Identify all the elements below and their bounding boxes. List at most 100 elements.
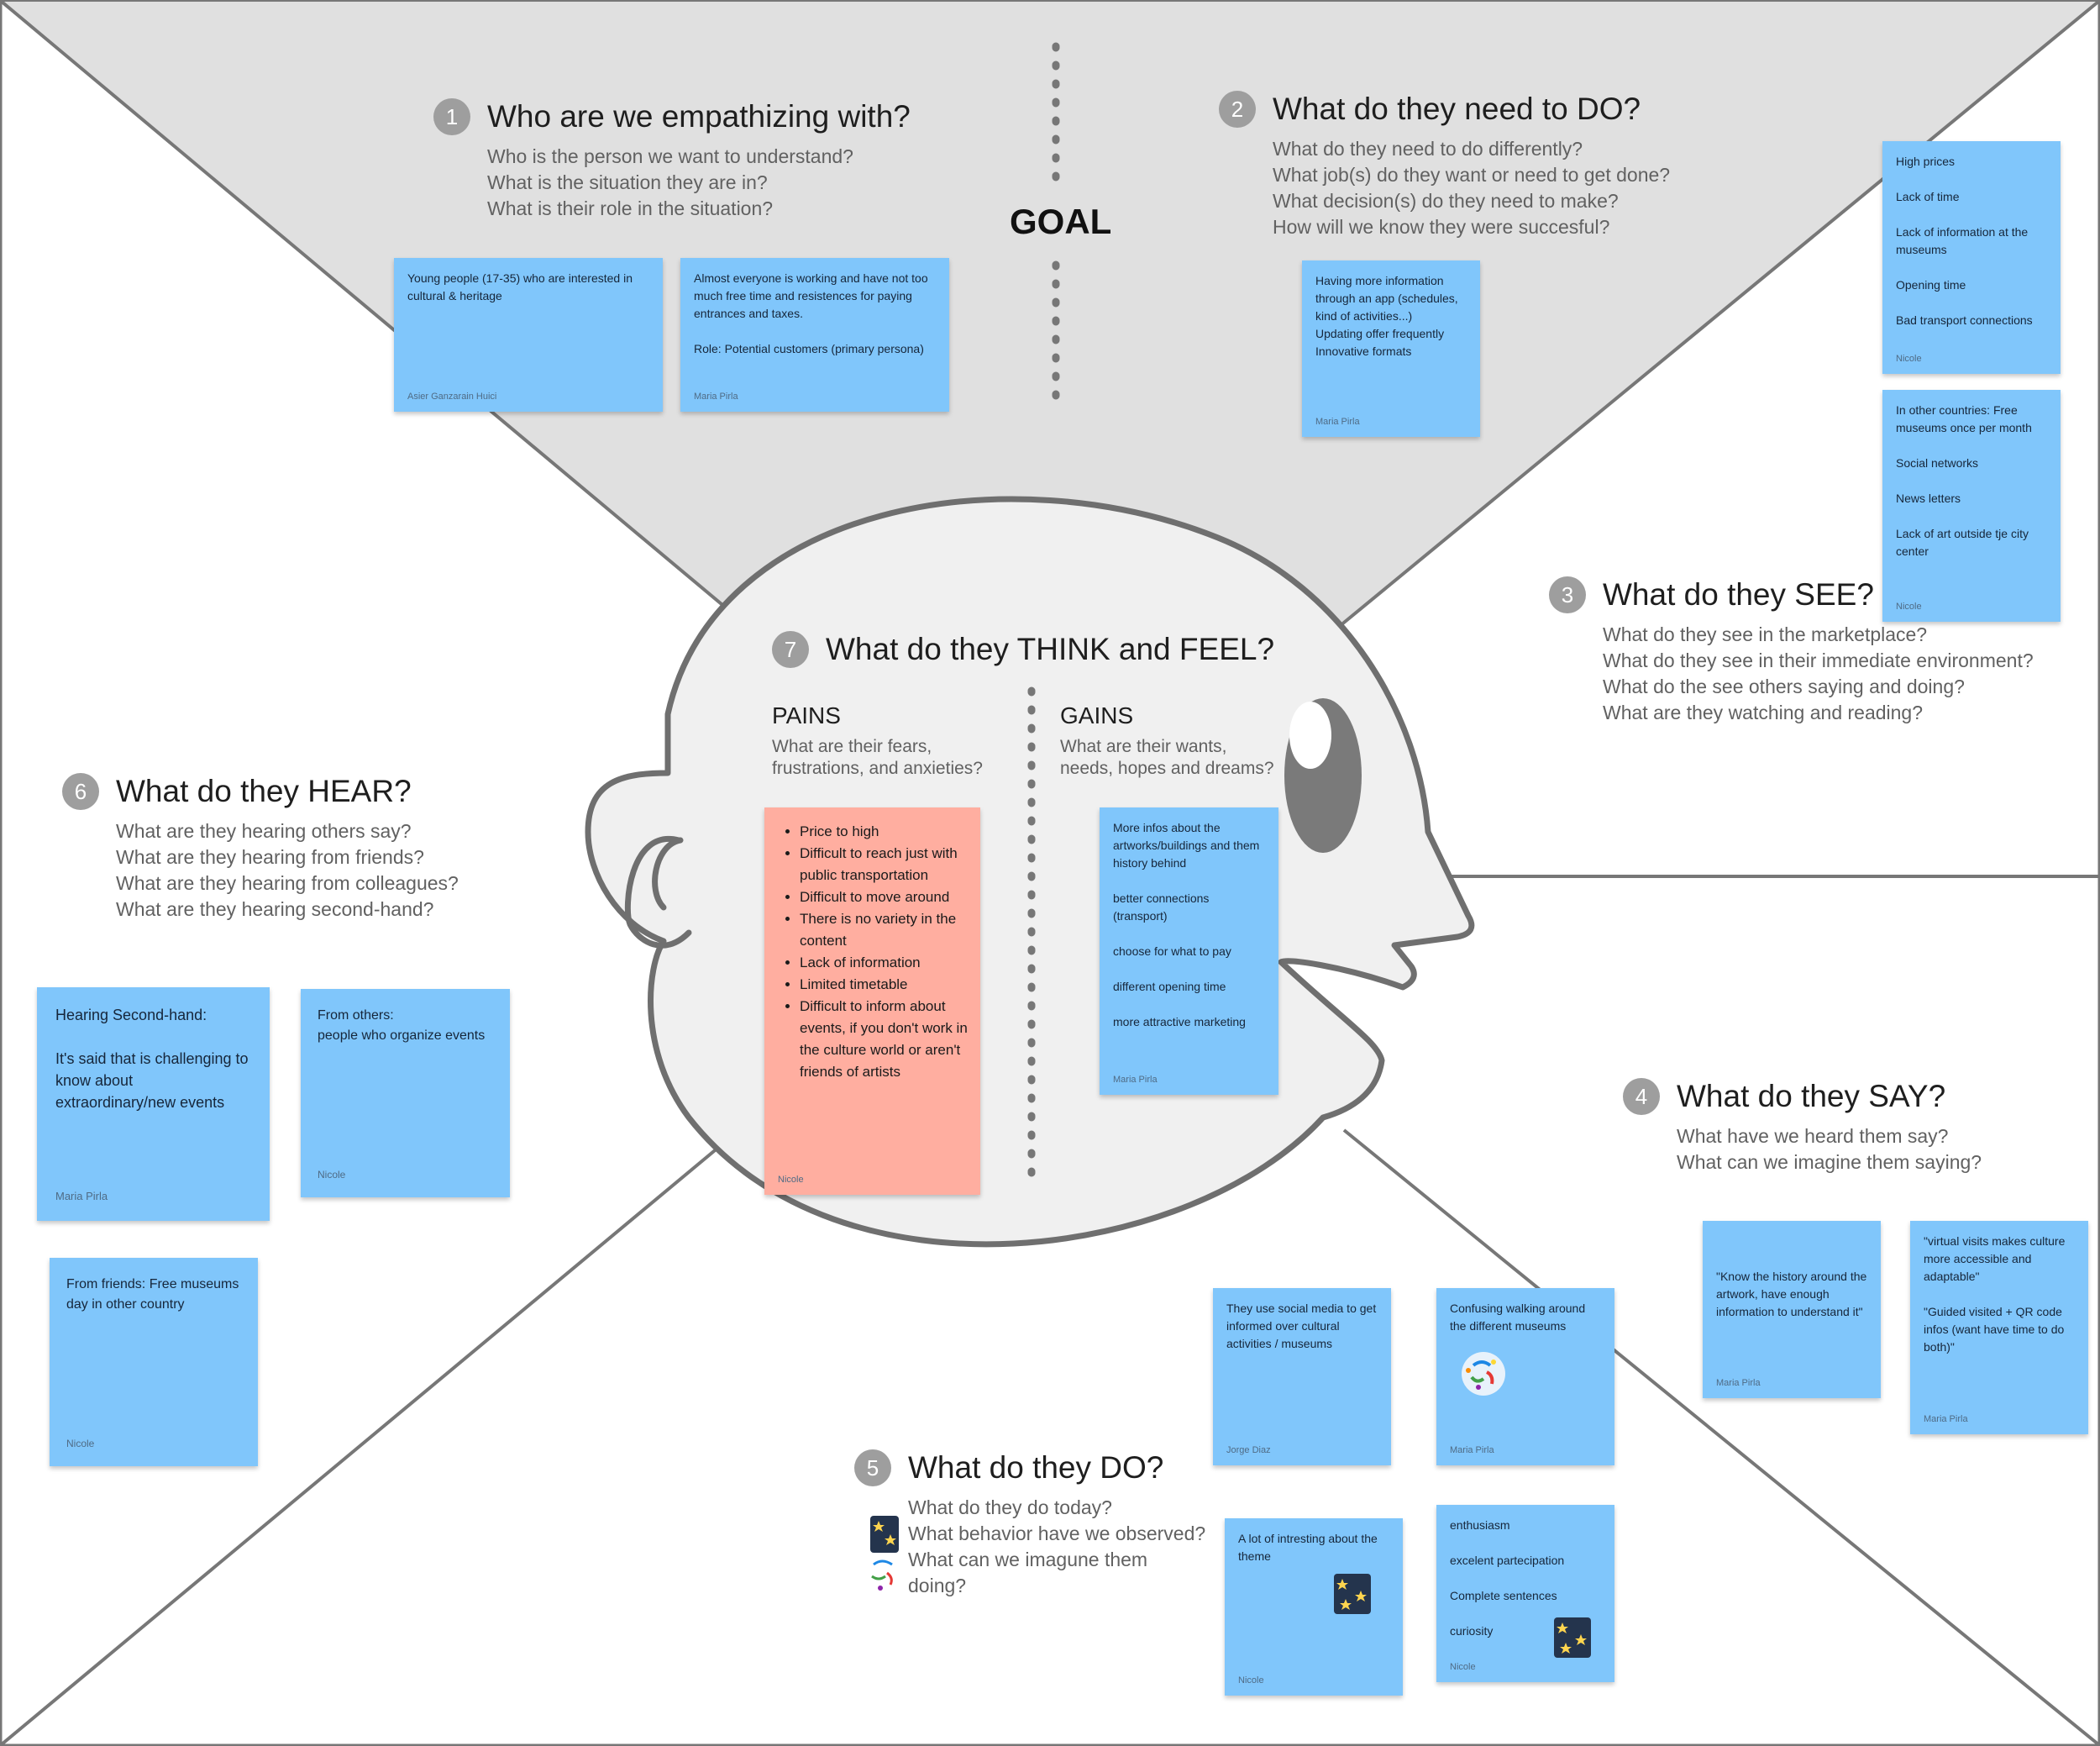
sticky-author: Asier Ganzarain Huici — [407, 392, 496, 402]
sticky-text: Lack of time — [1896, 188, 2047, 206]
section-title: What do they HEAR? — [116, 774, 412, 809]
question: What do they see in the marketplace? — [1603, 622, 2034, 648]
question: What is the situation they are in? — [487, 170, 911, 196]
sticky-note[interactable]: Hearing Second-hand: It's said that is c… — [37, 987, 270, 1221]
pain-item: Lack of information — [800, 952, 969, 974]
sticky-text: More infos about the artworks/buildings … — [1113, 819, 1265, 872]
eye-highlight — [1289, 702, 1331, 769]
sticky-text: From friends: Free museums day in other … — [66, 1275, 241, 1315]
gains-sticky[interactable]: More infos about the artworks/buildings … — [1100, 807, 1278, 1095]
pains-subtitle-line: frustrations, and anxieties? — [772, 758, 983, 780]
pain-item: Price to high — [800, 821, 969, 843]
sticky-note[interactable]: Having more information through an app (… — [1302, 260, 1480, 437]
section-number-badge: 3 — [1549, 576, 1586, 613]
goal-label: GOAL — [1010, 202, 1111, 242]
question: What can we imagune them — [908, 1547, 1205, 1573]
sticky-text: Updating offer frequently — [1315, 325, 1467, 343]
question: What have we heard them say? — [1677, 1123, 1982, 1149]
sticky-text: choose for what to pay — [1113, 943, 1265, 960]
question: What behavior have we observed? — [908, 1521, 1205, 1547]
question: What do they do today? — [908, 1495, 1205, 1521]
pain-item: Difficult to move around — [800, 886, 969, 908]
section-hear: 6 What do they HEAR? What are they heari… — [62, 773, 459, 923]
question: What are they hearing from colleagues? — [116, 870, 459, 897]
section-number-badge: 2 — [1219, 91, 1256, 128]
sticky-note[interactable]: A lot of intresting about the theme Nico… — [1225, 1518, 1403, 1696]
star-sticker-icon — [1331, 1570, 1374, 1617]
sticky-author: Maria Pirla — [1113, 1075, 1158, 1085]
question: How will we know they were succesful? — [1273, 214, 1670, 240]
confetti-sketch-icon — [1457, 1347, 1510, 1401]
pains-subtitle: What are their fears, frustrations, and … — [772, 736, 983, 780]
sticky-text: In other countries: Free museums once pe… — [1896, 402, 2047, 437]
question: What are they watching and reading? — [1603, 700, 2034, 726]
sticky-author: Nicole — [1450, 1662, 1476, 1672]
question: What do the see others saying and doing? — [1603, 674, 2034, 700]
sticky-note[interactable]: "Know the history around the artwork, ha… — [1703, 1221, 1881, 1398]
question: What is their role in the situation? — [487, 196, 911, 222]
section-number-badge: 6 — [62, 773, 99, 810]
sticky-note[interactable]: Confusing walking around the different m… — [1436, 1288, 1614, 1465]
sticky-text: News letters — [1896, 490, 2047, 507]
question: What are they hearing second-hand? — [116, 897, 459, 923]
question: What decision(s) do they need to make? — [1273, 188, 1670, 214]
question: What are they hearing others say? — [116, 818, 459, 844]
sticky-note[interactable]: Almost everyone is working and have not … — [680, 258, 949, 412]
pain-item: Difficult to reach just with public tran… — [800, 843, 969, 886]
sticky-author: Nicole — [66, 1438, 94, 1449]
section-say: 4 What do they SAY? What have we heard t… — [1623, 1078, 1982, 1175]
sticky-text: Young people (17-35) who are interested … — [407, 270, 649, 305]
sticky-text: "virtual visits makes culture more acces… — [1924, 1233, 2075, 1286]
sticky-text: Lack of information at the museums — [1896, 224, 2047, 259]
sticky-text: better connections (transport) — [1113, 890, 1265, 925]
sticky-note[interactable]: In other countries: Free museums once pe… — [1882, 390, 2061, 622]
sticky-author: Maria Pirla — [1315, 417, 1360, 427]
star-sticker-icon — [865, 1512, 904, 1596]
sticky-note[interactable]: High prices Lack of time Lack of informa… — [1882, 141, 2061, 374]
sticky-text: It's said that is challenging to know ab… — [55, 1048, 251, 1113]
section-number-badge: 7 — [772, 631, 809, 668]
sticky-author: Nicole — [1238, 1675, 1264, 1686]
sticky-text: Having more information through an app (… — [1315, 272, 1467, 325]
pains-list: Price to high Difficult to reach just wi… — [776, 821, 969, 1083]
pain-item: Limited timetable — [800, 974, 969, 996]
sticky-author: Maria Pirla — [55, 1190, 108, 1202]
sticky-author: Nicole — [1896, 602, 1922, 612]
question: Who is the person we want to understand? — [487, 144, 911, 170]
sticky-author: Nicole — [318, 1169, 345, 1181]
gains-subtitle-line: What are their wants, — [1060, 736, 1274, 758]
sticky-note[interactable]: "virtual visits makes culture more acces… — [1910, 1221, 2088, 1434]
sticky-text: From others: — [318, 1006, 493, 1026]
pains-subtitle-line: What are their fears, — [772, 736, 983, 758]
section-title: Who are we empathizing with? — [487, 99, 911, 134]
sticky-text: Confusing walking around the different m… — [1450, 1300, 1601, 1335]
section-title: What do they DO? — [908, 1450, 1163, 1486]
sticky-text: different opening time — [1113, 978, 1265, 996]
sticky-text: people who organize events — [318, 1026, 493, 1046]
sticky-author: Nicole — [1896, 354, 1922, 364]
gains-subtitle: What are their wants, needs, hopes and d… — [1060, 736, 1274, 780]
sticky-text: Bad transport connections — [1896, 312, 2047, 329]
sticky-text: They use social media to get informed ov… — [1226, 1300, 1378, 1353]
sticky-note[interactable]: Young people (17-35) who are interested … — [394, 258, 663, 412]
sticky-note[interactable]: They use social media to get informed ov… — [1213, 1288, 1391, 1465]
question: What job(s) do they want or need to get … — [1273, 162, 1670, 188]
gains-subtitle-line: needs, hopes and dreams? — [1060, 758, 1274, 780]
sticky-author: Maria Pirla — [1450, 1445, 1494, 1455]
sticky-note[interactable]: enthusiasm excelent partecipation Comple… — [1436, 1505, 1614, 1682]
sticky-text: Social networks — [1896, 455, 2047, 472]
question: What are they hearing from friends? — [116, 844, 459, 870]
section-do: 5 What do they DO? What do they do today… — [854, 1449, 1205, 1599]
question: What do they see in their immediate envi… — [1603, 648, 2034, 674]
section-title: What do they need to DO? — [1273, 92, 1641, 127]
sticky-text: High prices — [1896, 153, 2047, 171]
sticky-author: Maria Pirla — [1716, 1378, 1761, 1388]
sticky-text: A lot of intresting about the theme — [1238, 1530, 1389, 1565]
section-title: What do they SEE? — [1603, 577, 1874, 613]
sticky-note[interactable]: From others: people who organize events … — [301, 989, 510, 1197]
sticky-text: Hearing Second-hand: — [55, 1004, 251, 1026]
sticky-text: Complete sentences — [1450, 1587, 1601, 1605]
sticky-text: "Guided visited + QR code infos (want ha… — [1924, 1303, 2075, 1356]
pains-sticky[interactable]: Price to high Difficult to reach just wi… — [764, 807, 980, 1195]
sticky-note[interactable]: From friends: Free museums day in other … — [50, 1258, 258, 1466]
